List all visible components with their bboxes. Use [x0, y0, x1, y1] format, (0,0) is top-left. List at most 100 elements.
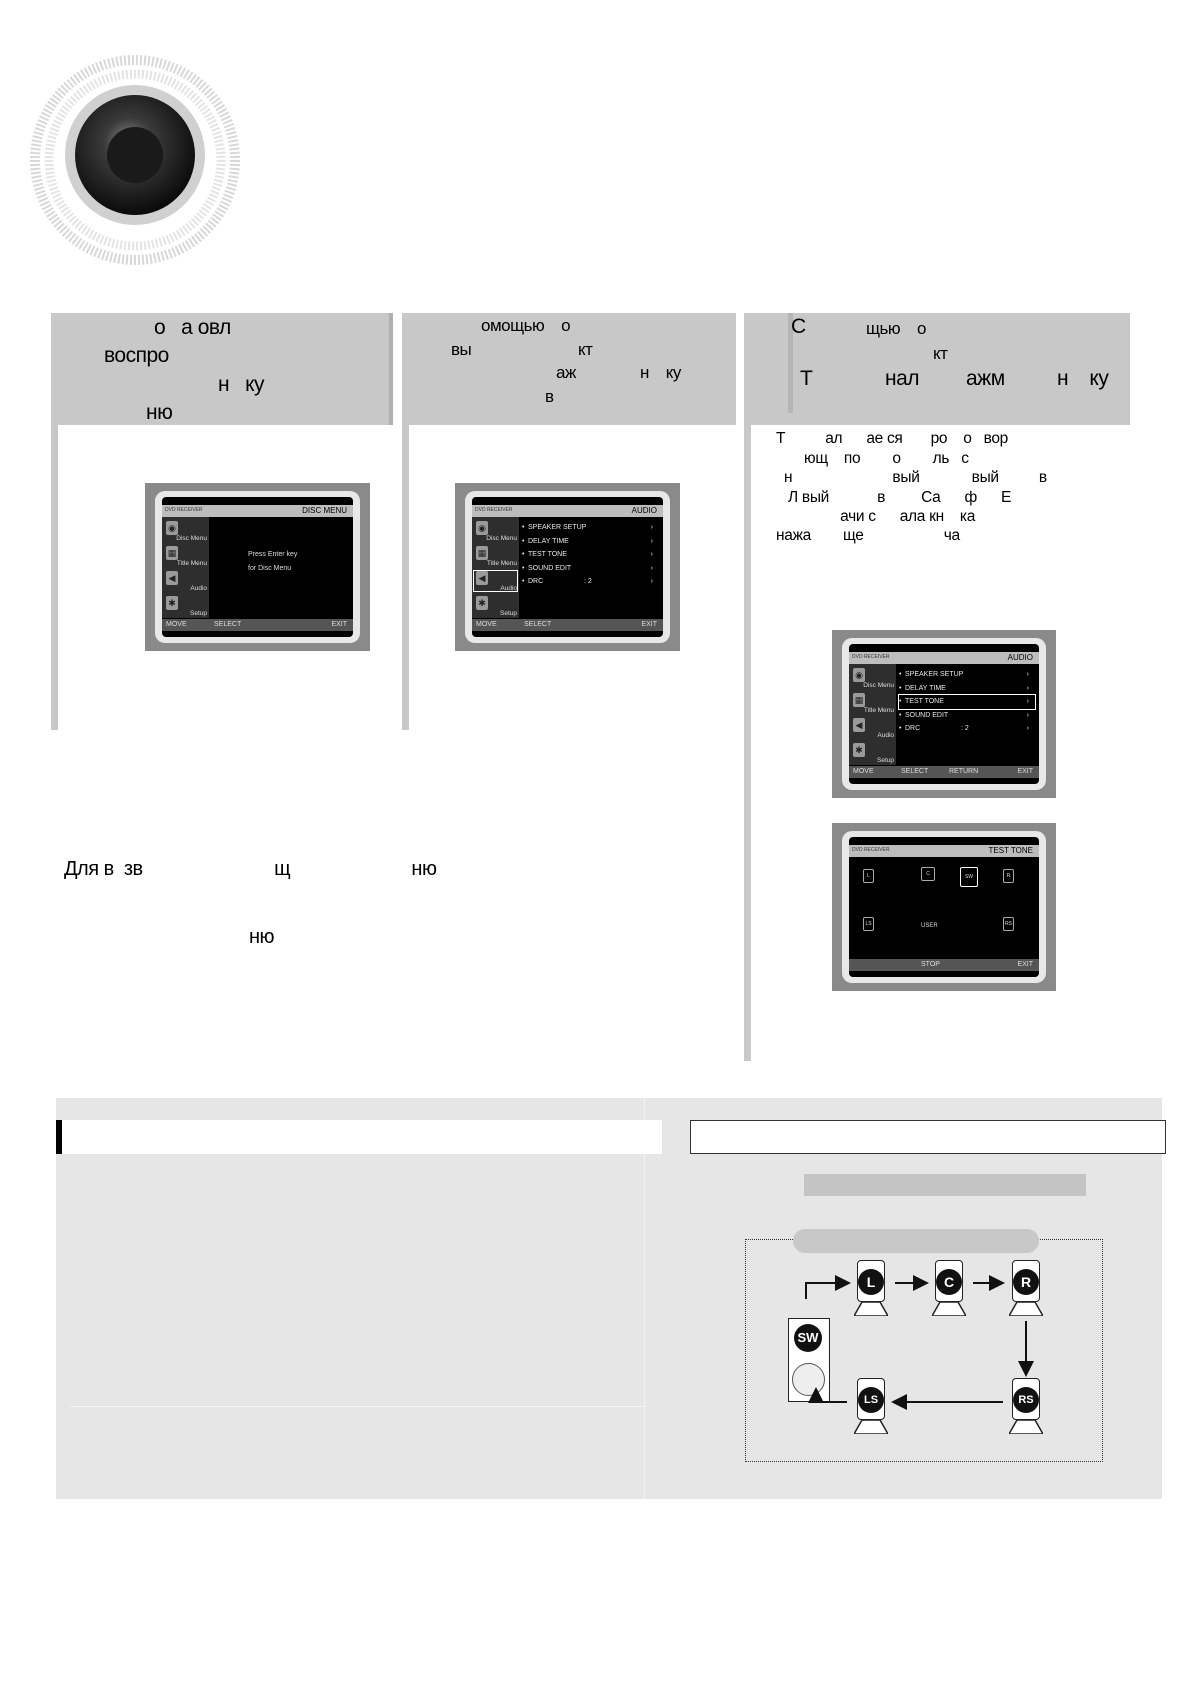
- menu-test-tone[interactable]: TEST TONE›: [898, 694, 1036, 710]
- select-hint: SELECT: [524, 621, 552, 628]
- step-3-side-bar: [744, 425, 751, 1061]
- step-1-line-4: ню: [146, 401, 173, 424]
- side-audio[interactable]: ◀Audio: [849, 716, 896, 740]
- osd-brand: DVD RECEIVER: [852, 847, 890, 853]
- step-3-line-6: ажм: [966, 367, 1005, 390]
- disc-icon: ◉: [853, 668, 865, 682]
- step-3-line-5: нал: [885, 367, 920, 390]
- side-title-menu[interactable]: ▦Title Menu: [166, 546, 207, 567]
- menu-drc[interactable]: DRC: 2›: [522, 575, 659, 589]
- menu-speaker-setup[interactable]: SPEAKER SETUP›: [522, 521, 659, 535]
- side-disc-menu[interactable]: ◉Disc Menu: [162, 519, 209, 543]
- speaker-front-right: R: [1009, 1260, 1043, 1316]
- osd-title: AUDIO: [1007, 653, 1033, 662]
- step-1-right-bar: [389, 313, 393, 425]
- stop-hint: STOP: [921, 961, 940, 968]
- select-hint: SELECT: [214, 621, 242, 628]
- step-3-line-3: кт: [933, 344, 948, 363]
- step-1-line-1: о а овл: [154, 316, 231, 339]
- exit-hint: EXIT: [1017, 768, 1033, 775]
- side-setup[interactable]: ✱Setup: [849, 741, 896, 765]
- return-hint: RETURN: [949, 768, 979, 775]
- right-text-line-5: ачи с ала кн ка: [776, 508, 976, 525]
- disc-icon: ◉: [476, 521, 488, 535]
- speaker-c-icon: C: [921, 867, 935, 881]
- right-text-line-3: н вый вый в: [776, 469, 1047, 486]
- step-3-line-7: н ку: [1057, 367, 1109, 390]
- menu-delay-time[interactable]: DELAY TIME›: [522, 535, 659, 549]
- speaker-rear-left: LS: [854, 1378, 888, 1434]
- step-2-line-4: аж: [556, 363, 576, 382]
- exit-hint: EXIT: [641, 621, 657, 628]
- speaker-r-icon: R: [1003, 869, 1014, 883]
- step-1-side-bar: [51, 425, 58, 730]
- osd-brand: DVD RECEIVER: [852, 654, 890, 660]
- side-audio[interactable]: ◀Audio: [472, 569, 519, 593]
- step-3-header: [744, 313, 1130, 425]
- disc-icon: ◉: [166, 521, 178, 535]
- step-2-line-2: вы: [451, 340, 472, 359]
- bottom-inner-line: [70, 1406, 644, 1407]
- step-3-inner-bar: [788, 313, 793, 413]
- test-tone-screen: DVD RECEIVER TEST TONE L C SW R LS RS USE…: [832, 823, 1056, 991]
- msg-line-1: Press Enter key: [248, 551, 298, 558]
- audio-icon: ◀: [166, 571, 178, 585]
- audio-icon: ◀: [476, 571, 488, 585]
- move-hint: MOVE: [476, 621, 497, 628]
- side-setup[interactable]: ✱Setup: [162, 594, 209, 618]
- exit-hint: EXIT: [331, 621, 347, 628]
- menu-speaker-setup[interactable]: SPEAKER SETUP›: [899, 668, 1035, 682]
- step-2-line-5: н ку: [640, 363, 681, 382]
- step-2-side-bar: [402, 425, 409, 730]
- subwoofer-badge: SW: [794, 1324, 822, 1352]
- note-line-1: Для в зв щ ню: [64, 858, 437, 880]
- diagram-title-box: [690, 1120, 1166, 1154]
- exit-hint: EXIT: [1017, 961, 1033, 968]
- user-label: USER: [921, 923, 938, 929]
- side-disc-menu[interactable]: ◉Disc Menu: [472, 519, 519, 543]
- speaker-rear-right: RS: [1009, 1378, 1043, 1434]
- audio-icon: ◀: [853, 718, 865, 732]
- gear-icon: ✱: [166, 596, 178, 610]
- right-text-line-6: нажа ще ча: [776, 527, 960, 544]
- right-text-line-2: ющ по о ль с: [776, 450, 969, 467]
- speaker-front-left: L: [854, 1260, 888, 1316]
- side-disc-menu[interactable]: ◉Disc Menu: [849, 666, 896, 690]
- step-3-line-1: С: [791, 315, 806, 338]
- move-hint: MOVE: [853, 768, 874, 775]
- menu-sound-edit[interactable]: SOUND EDIT›: [899, 709, 1035, 723]
- menu-test-tone[interactable]: TEST TONE›: [522, 548, 659, 562]
- speaker-ls-icon: LS: [863, 917, 874, 931]
- menu-sound-edit[interactable]: SOUND EDIT›: [522, 562, 659, 576]
- diagram-label-pill: [793, 1229, 1039, 1253]
- menu-drc[interactable]: DRC: 2›: [899, 722, 1035, 736]
- step-3-line-2: щью о: [866, 319, 926, 338]
- step-2-line-3: кт: [578, 340, 593, 359]
- step-2-header: [402, 313, 736, 425]
- bottom-divider: [644, 1098, 645, 1499]
- speaker-sw-icon: SW: [960, 867, 978, 887]
- step-1-header: [51, 313, 389, 425]
- speaker-rs-icon: RS: [1003, 917, 1014, 931]
- osd-brand: DVD RECEIVER: [475, 507, 513, 513]
- speaker-l-icon: L: [863, 869, 874, 883]
- menu-delay-time[interactable]: DELAY TIME›: [899, 682, 1035, 696]
- select-hint: SELECT: [901, 768, 929, 775]
- right-text-line-4: Л вый в Са ф Е: [776, 489, 1012, 506]
- diagram-arrows: [805, 1275, 1034, 1410]
- side-title-menu[interactable]: ▦Title Menu: [476, 546, 517, 567]
- side-audio[interactable]: ◀Audio: [162, 569, 209, 593]
- side-title-menu[interactable]: ▦Title Menu: [853, 693, 894, 714]
- title-icon: ▦: [853, 693, 865, 707]
- step-2-line-6: в: [545, 387, 554, 406]
- gear-icon: ✱: [476, 596, 488, 610]
- osd-title: AUDIO: [631, 506, 657, 515]
- gear-icon: ✱: [853, 743, 865, 757]
- osd-title: TEST TONE: [988, 846, 1033, 855]
- bottom-section: [56, 1098, 1162, 1499]
- step-1-line-2: воспро: [104, 344, 169, 367]
- side-setup[interactable]: ✱Setup: [472, 594, 519, 618]
- audio-test-tone-screen: DVD RECEIVER AUDIO ◉Disc Menu ▦Title Menu…: [832, 630, 1056, 798]
- step-3-line-4: Т: [800, 367, 813, 390]
